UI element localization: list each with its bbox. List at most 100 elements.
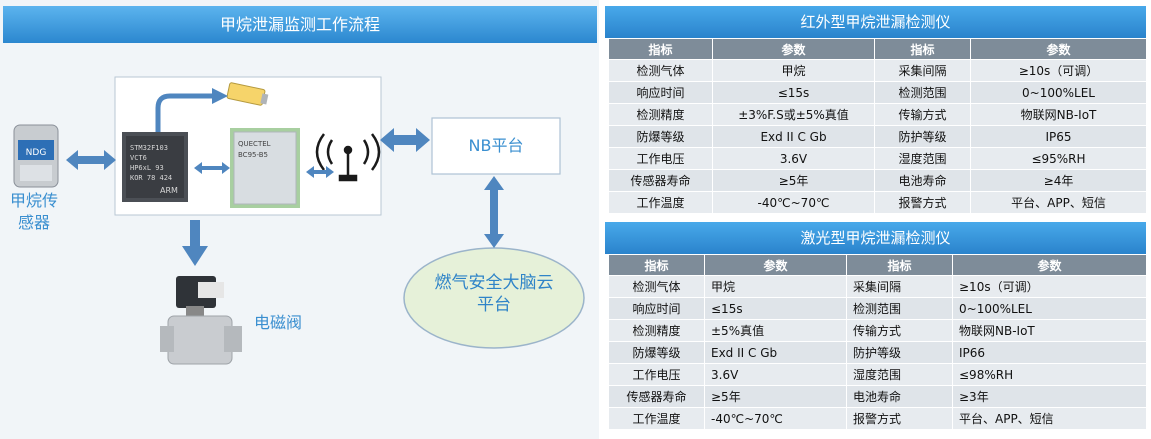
module-chip-text: QUECTEL bbox=[238, 140, 271, 148]
header-param: 参数 bbox=[712, 38, 875, 60]
nb-platform-label: NB平台 bbox=[468, 136, 524, 155]
cell: 防爆等级 bbox=[608, 341, 705, 364]
cell: 防护等级 bbox=[874, 125, 971, 148]
cell: ≥3年 bbox=[952, 385, 1147, 408]
cell: 甲烷 bbox=[712, 59, 875, 82]
cell: 检测范围 bbox=[874, 81, 971, 104]
cell: ≤98%RH bbox=[952, 363, 1147, 386]
cell: 平台、APP、短信 bbox=[952, 407, 1147, 430]
workflow-diagram: NDG STM32F103 VCT6 HP6xL 93 KOR 78 424 A… bbox=[13, 76, 585, 365]
cell: 湿度范围 bbox=[846, 363, 953, 386]
mcu-chip-text: KOR 78 424 bbox=[130, 174, 172, 182]
cell: ±3%F.S或±5%真值 bbox=[712, 103, 875, 126]
table-row: 传感器寿命≥5年电池寿命≥4年 bbox=[608, 169, 1147, 192]
mcu-chip-text: VCT6 bbox=[130, 154, 147, 162]
cell: 检测精度 bbox=[608, 319, 705, 342]
led-component bbox=[226, 82, 269, 106]
sensor-chip-text: NDG bbox=[26, 148, 47, 158]
workflow-title: 甲烷泄漏监测工作流程 bbox=[3, 6, 597, 43]
valve-label: 电磁阀 bbox=[253, 313, 302, 332]
laser-table-title: 激光型甲烷泄漏检测仪 bbox=[605, 222, 1146, 254]
cell: ≥10s（可调） bbox=[952, 275, 1147, 298]
header-param: 参数 bbox=[970, 38, 1147, 60]
arrow-mcu-module bbox=[194, 162, 230, 174]
table-row: 检测气体甲烷采集间隔≥10s（可调） bbox=[608, 275, 1147, 298]
cell: 物联网NB-IoT bbox=[970, 103, 1147, 126]
mcu-chip-text: ARM bbox=[160, 186, 178, 195]
cell: ≤15s bbox=[712, 81, 875, 104]
table-header-row: 指标 参数 指标 参数 bbox=[608, 38, 1147, 60]
cell: 平台、APP、短信 bbox=[970, 191, 1147, 214]
cell: 0~100%LEL bbox=[952, 297, 1147, 320]
nb-iot-module: QUECTEL BC95-B5 bbox=[230, 128, 300, 208]
cell: ≥5年 bbox=[704, 385, 847, 408]
table-header-row: 指标 参数 指标 参数 bbox=[608, 254, 1147, 276]
cloud-platform-label: 燃气安全大脑云平台 bbox=[434, 273, 554, 315]
methane-sensor-device: NDG bbox=[13, 124, 59, 188]
cell: 传输方式 bbox=[846, 319, 953, 342]
cell: ±5%真值 bbox=[704, 319, 847, 342]
arrow-mcu-led bbox=[155, 93, 214, 132]
workflow-panel: 甲烷泄漏监测工作流程 NDG STM32F103 VCT6 HP6xL 93 K… bbox=[0, 0, 599, 439]
cell: IP66 bbox=[952, 341, 1147, 364]
cell: 防爆等级 bbox=[608, 125, 713, 148]
cell: -40℃~70℃ bbox=[712, 191, 875, 214]
cell: 报警方式 bbox=[846, 407, 953, 430]
cell: 工作温度 bbox=[608, 191, 713, 214]
cell: 传感器寿命 bbox=[608, 169, 713, 192]
cell: ≤15s bbox=[704, 297, 847, 320]
arrow-mcu-valve bbox=[182, 220, 208, 266]
cell: 电池寿命 bbox=[874, 169, 971, 192]
cell: 工作电压 bbox=[608, 147, 713, 170]
arrow-sensor-mcu bbox=[66, 150, 116, 170]
cell: 采集间隔 bbox=[874, 59, 971, 82]
arrow-antenna-nb bbox=[380, 128, 430, 152]
mcu-chip-text: HP6xL 93 bbox=[130, 164, 164, 172]
nb-platform-box bbox=[431, 117, 561, 175]
cell: 响应时间 bbox=[608, 297, 705, 320]
mcu-chip-text: STM32F103 bbox=[130, 144, 168, 152]
cell: 传感器寿命 bbox=[608, 385, 705, 408]
header-param: 参数 bbox=[952, 254, 1147, 276]
cell: ≥5年 bbox=[712, 169, 875, 192]
cell: 物联网NB-IoT bbox=[952, 319, 1147, 342]
arrow-nb-cloud bbox=[484, 176, 504, 248]
cell: 检测范围 bbox=[846, 297, 953, 320]
table-row: 传感器寿命≥5年电池寿命≥3年 bbox=[608, 385, 1147, 408]
cell: 检测气体 bbox=[608, 59, 713, 82]
cell: 工作电压 bbox=[608, 363, 705, 386]
cell: 甲烷 bbox=[704, 275, 847, 298]
cell: ≤95%RH bbox=[970, 147, 1147, 170]
header-indicator: 指标 bbox=[608, 38, 713, 60]
cell: 工作温度 bbox=[608, 407, 705, 430]
cell: 3.6V bbox=[704, 363, 847, 386]
cell: 检测精度 bbox=[608, 103, 713, 126]
arrow-module-antenna bbox=[306, 166, 334, 178]
cell: 报警方式 bbox=[874, 191, 971, 214]
cell: 电池寿命 bbox=[846, 385, 953, 408]
cell: 3.6V bbox=[712, 147, 875, 170]
table-row: 检测精度±5%真值传输方式物联网NB-IoT bbox=[608, 319, 1147, 342]
table-row: 检测气体甲烷采集间隔≥10s（可调） bbox=[608, 59, 1147, 82]
cell: -40℃~70℃ bbox=[704, 407, 847, 430]
cell: 采集间隔 bbox=[846, 275, 953, 298]
module-chip-text: BC95-B5 bbox=[238, 151, 268, 159]
cell: IP65 bbox=[970, 125, 1147, 148]
cell: Exd II C Gb bbox=[712, 125, 875, 148]
header-param: 参数 bbox=[704, 254, 847, 276]
infrared-table-title: 红外型甲烷泄漏检测仪 bbox=[605, 6, 1146, 38]
cell: 检测气体 bbox=[608, 275, 705, 298]
header-indicator: 指标 bbox=[846, 254, 953, 276]
antenna-icon bbox=[315, 133, 381, 182]
sensor-label: 甲烷传感器 bbox=[9, 191, 58, 232]
cell: 0~100%LEL bbox=[970, 81, 1147, 104]
